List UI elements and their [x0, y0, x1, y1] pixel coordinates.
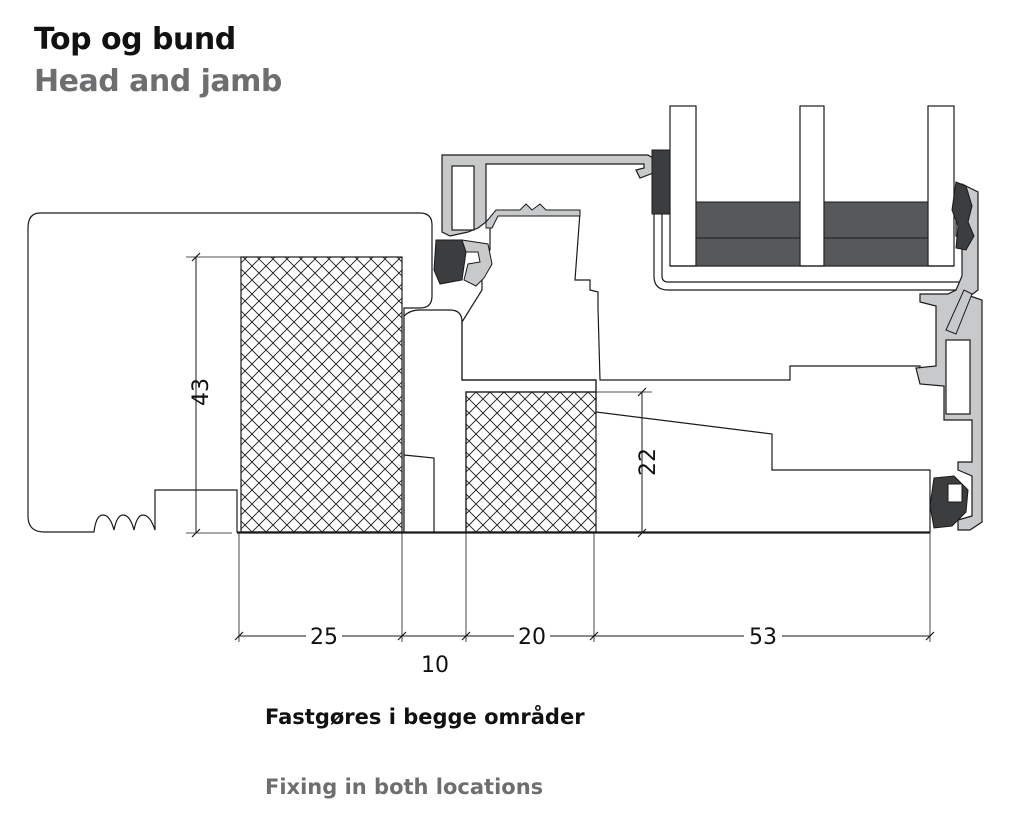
dim-22-label: 22 — [636, 448, 661, 476]
gasket-left — [433, 239, 467, 285]
insulation-left — [240, 256, 403, 533]
drawing-subtitle: Head and jamb — [34, 64, 282, 99]
drawing-title: Top og bund — [34, 22, 236, 57]
glazing-gasket-top — [651, 149, 671, 215]
aluminium-clip — [485, 203, 581, 229]
dim-25-label: 25 — [310, 625, 338, 650]
caption-secondary: Fixing in both locations — [265, 775, 544, 799]
caption-primary: Fastgøres i begge områder — [265, 705, 585, 729]
glass-pane-3 — [927, 105, 955, 267]
timber-notch — [403, 454, 435, 532]
dim-20-label: 20 — [518, 625, 546, 650]
dim-53-label: 53 — [749, 625, 777, 650]
dim-43-label: 43 — [189, 378, 214, 406]
spacer-right — [823, 201, 929, 267]
glass-pane-2 — [799, 105, 825, 267]
gasket-right-bottom-clip — [947, 483, 963, 503]
gasket-right-top — [951, 181, 975, 251]
aluminium-fin — [945, 289, 973, 335]
dim-ticks — [191, 252, 935, 641]
sash-timber-outline — [461, 322, 931, 533]
glass-pane-1 — [669, 105, 697, 267]
insulation-middle — [465, 391, 597, 533]
aluminium-chamber-right — [945, 339, 971, 415]
dim-10-label: 10 — [421, 653, 449, 678]
spacer-left — [695, 201, 801, 267]
aluminium-cover-chamber — [451, 165, 475, 231]
gasket-left-clip — [461, 239, 493, 287]
